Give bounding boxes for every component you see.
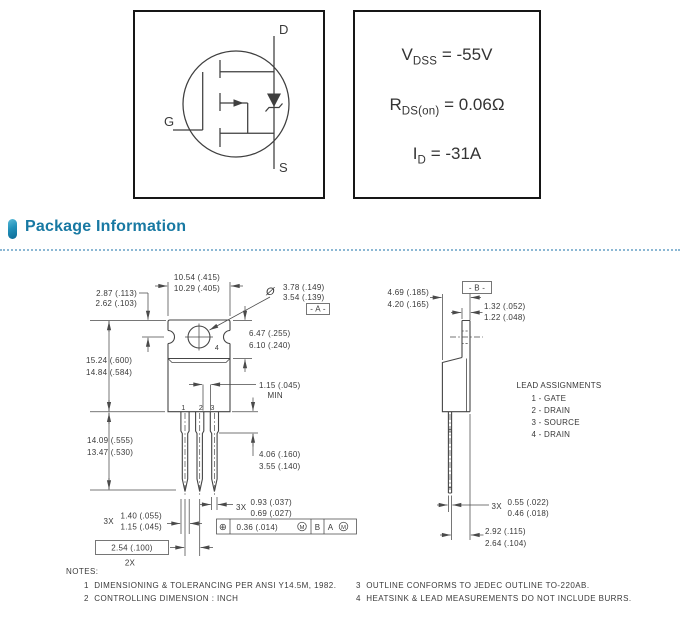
dim-narrow-in: 0.69 (.027) [251, 509, 293, 518]
dim-wide-count: 3X [104, 517, 115, 526]
note-2: 2 CONTROLLING DIMENSION : INCH [84, 594, 239, 603]
spec-vdss-symbol: V [401, 45, 413, 64]
dim-tab-height-mm: 6.47 (.255) [249, 329, 291, 338]
lead-assignment-3: 3 - SOURCE [532, 418, 580, 427]
dim-body-thick-in: 4.20 (.165) [388, 300, 430, 309]
dim-pitch-count: 2X [125, 559, 136, 568]
dim-lead-thick-mm: 0.55 (.022) [508, 498, 550, 507]
note-3: 3 OUTLINE CONFORMS TO JEDEC OUTLINE TO-2… [356, 581, 590, 590]
dim-tab-thick-in: 1.22 (.048) [484, 313, 526, 322]
lead-assignment-4: 4 - DRAIN [532, 430, 571, 439]
dim-hole-dia-symbol: Ø [265, 286, 276, 298]
dotted-divider [0, 249, 680, 251]
dim-lead-length-in: 13.47 (.530) [87, 448, 133, 457]
dim-hole-offset-mm: 2.87 (.113) [96, 289, 137, 298]
pin2-label: 2 [199, 405, 203, 412]
spec-id-symbol: I [412, 144, 418, 163]
dim-lead-offset-mm: 2.92 (.115) [485, 527, 526, 536]
dim-total-height-mm: 15.24 (.600) [86, 356, 132, 365]
fcf-position-icon: ⊕ [219, 522, 227, 533]
fcf-datum-b: B [315, 523, 321, 532]
spec-vdss-subscript: DSS [412, 55, 438, 68]
dim-lead-thick-in: 0.46 (.018) [508, 509, 550, 518]
dim-tab-width-in: 10.29 (.405) [174, 284, 220, 293]
dim-tab-height-in: 6.10 (.240) [249, 341, 291, 350]
note-4: 4 HEATSINK & LEAD MEASUREMENTS DO NOT IN… [356, 594, 632, 603]
dim-hole-offset-in: 2.62 (.103) [96, 299, 138, 308]
notes-title: NOTES: [66, 567, 99, 576]
side-view-dimensions: - B - 4.69 (.185) 4.20 (.165) 1.32 (.052… [388, 281, 602, 548]
spec-rdson-subscript: DS(on) [401, 105, 440, 118]
spec-rdson: RDS(on) = 0.06Ω [355, 95, 539, 117]
dim-tab-thick-mm: 1.32 (.052) [484, 302, 526, 311]
section-accent-bar-icon [8, 219, 17, 239]
pin4-label: 4 [215, 345, 219, 352]
pin3-label: 3 [211, 405, 215, 412]
dim-tab-width-mm: 10.54 (.415) [174, 273, 220, 282]
pitch-frame [95, 540, 169, 555]
note-1: 1 DIMENSIONING & TOLERANCING PER ANSI Y1… [84, 581, 337, 590]
datum-a-label: - A - [310, 305, 326, 314]
datum-b-label: - B - [469, 284, 485, 293]
dim-shoulder-in: 3.55 (.140) [259, 462, 301, 471]
dim-wide-in: 1.15 (.045) [121, 523, 163, 532]
front-view-outline: 1 2 3 4 [167, 319, 231, 496]
dim-narrow-count: 3X [236, 503, 247, 512]
dim-lead-offset-in: 2.64 (.104) [485, 539, 527, 548]
feature-control-frame [216, 518, 357, 535]
dim-hole-dia-mm: 3.78 (.149) [283, 283, 325, 292]
pin1-label: 1 [181, 405, 185, 412]
spec-rdson-value: = 0.06Ω [439, 95, 505, 114]
dim-wide-mm: 1.40 (.055) [121, 512, 163, 521]
dim-lead-thick-count: 3X [492, 502, 503, 511]
spec-vdss-value: = -55V [437, 45, 493, 64]
lead-assignment-2: 2 - DRAIN [532, 406, 571, 415]
section-title: Package Information [25, 218, 187, 235]
lead-assignments-title: LEAD ASSIGNMENTS [517, 381, 602, 390]
dim-pitch: 2.54 (.100) [111, 544, 153, 553]
dim-lead-gap-min: MIN [268, 391, 283, 400]
dim-total-height-in: 14.84 (.584) [86, 368, 132, 377]
fcf-tolerance: 0.36 (.014) [237, 523, 279, 532]
dim-body-thick-mm: 4.69 (.185) [388, 288, 430, 297]
spec-id-value: = -31A [425, 144, 482, 163]
dim-hole-dia-in: 3.54 (.139) [283, 293, 325, 302]
spec-id-subscript: D [417, 154, 426, 167]
fcf-mmc-icon: M [300, 525, 305, 531]
mosfet-symbol-box [133, 10, 325, 199]
dim-shoulder-mm: 4.06 (.160) [259, 450, 301, 459]
spec-id: ID = -31A [355, 144, 539, 166]
spec-vdss: VDSS = -55V [355, 45, 539, 67]
datum-a-frame [306, 303, 330, 315]
dim-lead-length-mm: 14.09 (.555) [87, 436, 133, 445]
fcf-mmc2-icon: M [341, 525, 346, 531]
dim-narrow-mm: 0.93 (.037) [251, 498, 293, 507]
lead-assignment-1: 1 - GATE [532, 394, 567, 403]
fcf-datum-a: A [328, 523, 334, 532]
spec-rdson-symbol: R [389, 95, 402, 114]
datum-b-frame [462, 281, 492, 294]
side-view-outline [441, 319, 483, 494]
specs-box: VDSS = -55V RDS(on) = 0.06Ω ID = -31A [353, 10, 541, 199]
front-view-dimensions: 10.54 (.415) 10.29 (.405) 2.87 (.113) 2.… [86, 273, 357, 568]
dim-lead-gap: 1.15 (.045) [259, 381, 301, 390]
